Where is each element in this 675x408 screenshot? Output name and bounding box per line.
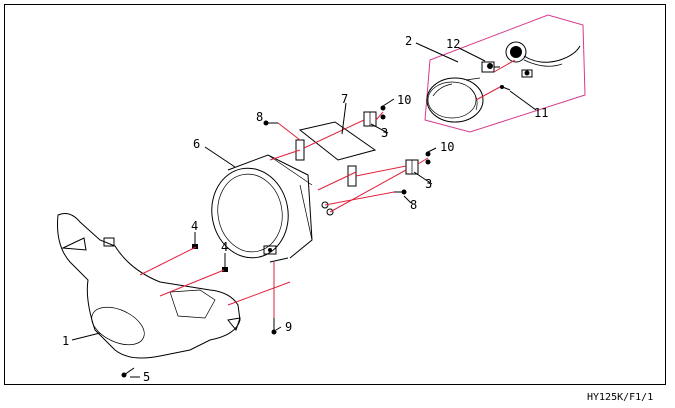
nut-10-upper — [380, 105, 386, 120]
callout-3-lower: 3 — [425, 177, 432, 191]
screw-5 — [121, 367, 135, 378]
callout-11: 11 — [534, 106, 548, 120]
callout-8-lower: 8 — [410, 198, 417, 212]
screw-8-lower — [394, 189, 407, 195]
drawing-code: HY125K/F1/1 — [587, 392, 653, 403]
callout-10-upper: 10 — [397, 93, 411, 107]
nut-10-lower — [425, 151, 431, 165]
screw-8-upper — [263, 120, 278, 126]
headlight-case — [211, 154, 334, 263]
headlight-lens — [426, 77, 484, 123]
callout-8-upper: 8 — [256, 110, 263, 124]
pilot-bulb — [499, 85, 511, 91]
mounting-bracket-upper — [363, 111, 377, 127]
callout-5: 5 — [143, 370, 150, 384]
callout-2: 2 — [405, 34, 412, 48]
assembly-alignment-lines — [139, 59, 516, 318]
callout-10-lower: 10 — [440, 140, 454, 154]
bulb-socket-harness — [505, 41, 581, 78]
callout-9: 9 — [285, 320, 292, 334]
callout-12: 12 — [446, 37, 460, 51]
nut-4-upper — [192, 244, 198, 249]
callout-6: 6 — [193, 137, 200, 151]
callout-7: 7 — [341, 92, 348, 106]
diagram-frame — [4, 4, 666, 385]
screw-9 — [271, 318, 277, 335]
nut-4-lower — [222, 267, 228, 272]
mounting-bracket-lower — [405, 159, 419, 175]
callout-3-upper: 3 — [381, 126, 388, 140]
front-cover — [57, 213, 241, 359]
callout-1: 1 — [62, 334, 69, 348]
leader-lines — [71, 42, 537, 378]
callout-4-lower: 4 — [221, 240, 228, 254]
headlight-bulb — [481, 61, 500, 73]
headlight-unit-highlight-box — [424, 14, 586, 133]
callout-4-upper: 4 — [191, 219, 198, 233]
